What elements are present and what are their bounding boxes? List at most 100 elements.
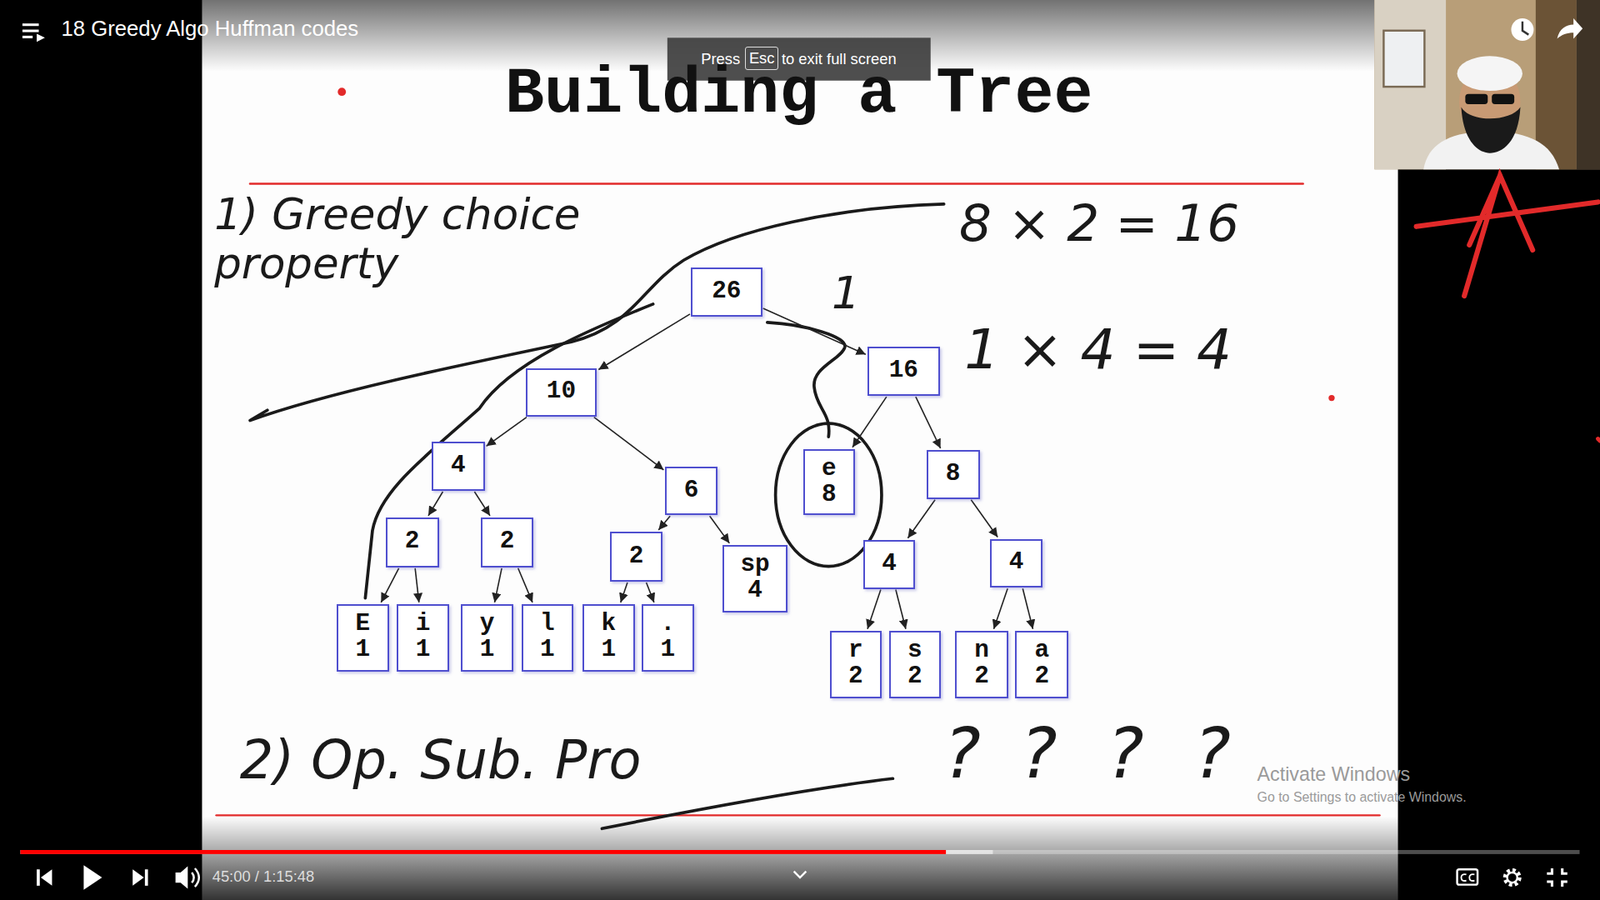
tree-edge bbox=[907, 500, 935, 539]
webcam-wall-light bbox=[1374, 0, 1446, 170]
leaf-node: .1 bbox=[641, 604, 694, 672]
play-icon bbox=[83, 865, 102, 890]
handwritten-note: 2) Op. Sub. Pro bbox=[240, 730, 642, 791]
tree-edge bbox=[495, 568, 503, 603]
node-text: 4 bbox=[881, 551, 897, 578]
tree-edge bbox=[415, 568, 420, 603]
next-icon bbox=[145, 869, 149, 886]
tree-edge bbox=[474, 491, 490, 516]
node-text: 2 bbox=[1034, 664, 1050, 690]
node-text: a bbox=[1034, 638, 1050, 665]
red-mark bbox=[1598, 439, 1600, 441]
tree-edge bbox=[428, 491, 443, 516]
gear-icon bbox=[1507, 872, 1518, 883]
tree-node: 4 bbox=[863, 540, 915, 590]
tree-node: 4 bbox=[431, 441, 485, 491]
node-text: 8 bbox=[945, 461, 961, 488]
top-shade bbox=[0, 0, 1600, 72]
time-display: 45:00 / 1:15:48 bbox=[212, 867, 315, 885]
red-dot bbox=[1328, 395, 1335, 401]
node-text: s bbox=[907, 638, 923, 665]
tree-edge bbox=[710, 515, 730, 544]
leaf-node: s2 bbox=[889, 630, 941, 699]
tree-edge bbox=[895, 590, 906, 630]
webcam-glasses bbox=[1465, 94, 1488, 105]
node-text: 1 bbox=[540, 637, 555, 664]
volume-icon bbox=[191, 868, 200, 887]
tree-edge bbox=[1022, 588, 1033, 629]
node-text: 4 bbox=[1009, 550, 1025, 576]
menu-icon bbox=[36, 33, 45, 42]
node-text: 2 bbox=[907, 664, 923, 690]
tree-node: 10 bbox=[525, 368, 598, 417]
node-text: 16 bbox=[889, 358, 919, 385]
question-mark: ? bbox=[1020, 714, 1057, 795]
node-text: k bbox=[601, 611, 617, 638]
node-text: i bbox=[415, 611, 431, 638]
player-controls bbox=[20, 850, 1580, 890]
menu-icon bbox=[22, 23, 40, 26]
tree-edge bbox=[852, 396, 887, 448]
tree-edge bbox=[970, 500, 998, 538]
tree-edge bbox=[598, 314, 690, 370]
tree-node: 16 bbox=[867, 346, 940, 396]
red-rule bbox=[250, 182, 1304, 185]
node-text: 2 bbox=[405, 529, 420, 555]
node-text: 1 bbox=[660, 637, 676, 664]
clock-icon bbox=[1522, 21, 1529, 35]
webcam-door-frame bbox=[1576, 0, 1600, 170]
node-text: E bbox=[355, 611, 370, 638]
node-text: 1 bbox=[601, 637, 617, 664]
node-text: 4 bbox=[450, 453, 466, 480]
webcam-glasses bbox=[1491, 94, 1515, 105]
gear-icon bbox=[1505, 870, 1520, 885]
tree-node: 26 bbox=[690, 267, 763, 317]
red-annotations bbox=[216, 175, 1600, 816]
node-text: 26 bbox=[711, 279, 741, 305]
tree-node: 8 bbox=[926, 450, 980, 500]
tree-node: 4 bbox=[990, 539, 1044, 589]
node-text: r bbox=[848, 638, 864, 665]
leaf-node: e8 bbox=[803, 449, 855, 516]
tree-edge bbox=[915, 396, 941, 449]
cc-icon bbox=[1457, 869, 1478, 885]
node-text: 2 bbox=[500, 529, 515, 555]
slide bbox=[201, 0, 1398, 900]
red-rule bbox=[216, 814, 1380, 816]
node-text: 6 bbox=[684, 478, 700, 505]
tree-edge bbox=[594, 417, 665, 470]
tree-edge bbox=[620, 582, 628, 603]
toast-text: Press bbox=[700, 50, 740, 68]
node-text: 2 bbox=[629, 544, 645, 570]
node-text: 2 bbox=[848, 664, 864, 690]
node-text: 8 bbox=[821, 482, 837, 509]
video-title: 18 Greedy Algo Huffman codes bbox=[60, 16, 359, 42]
tree-edge bbox=[994, 588, 1009, 629]
bottom-shade bbox=[0, 816, 1600, 900]
leaf-node: r2 bbox=[830, 630, 882, 699]
watermark: Go to Settings to activate Windows. bbox=[1257, 790, 1467, 805]
handwritten-math: 8 × 2 = 16 bbox=[959, 194, 1240, 253]
node-text: 10 bbox=[546, 379, 576, 405]
tree-node: 2 bbox=[480, 517, 535, 568]
slide-title: Building a Tree bbox=[505, 57, 1093, 133]
cc-icon bbox=[1460, 874, 1475, 881]
leaf-node: sp4 bbox=[722, 545, 788, 613]
volume-icon bbox=[175, 866, 189, 890]
tree-edge bbox=[867, 590, 881, 630]
tree-edge bbox=[518, 568, 533, 603]
node-text: 1 bbox=[415, 637, 431, 664]
tree-node: 6 bbox=[665, 466, 717, 516]
webcam-cap bbox=[1457, 55, 1523, 91]
tree-node: 2 bbox=[385, 517, 440, 568]
leaf-node: E1 bbox=[336, 604, 389, 672]
handwritten-number: 1 bbox=[831, 267, 860, 320]
node-text: y bbox=[480, 611, 495, 638]
question-mark: ? bbox=[1194, 714, 1231, 795]
node-text: . bbox=[660, 611, 676, 638]
red-dot bbox=[337, 87, 346, 96]
key-cap: Esc bbox=[745, 46, 780, 70]
webcam-inset bbox=[1374, 0, 1600, 170]
